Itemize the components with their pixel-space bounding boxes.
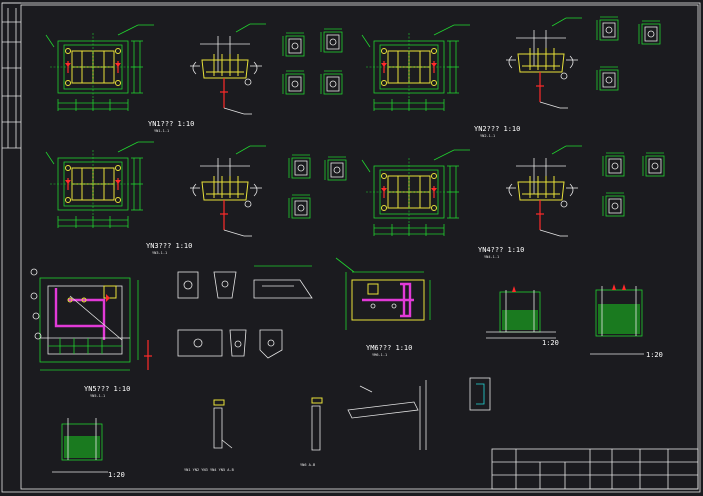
sublabel-yn1: YN1-1-1 — [154, 129, 169, 133]
scale-label-1: 1:20 — [542, 339, 559, 347]
sublabel-yn3: YN3-1-1 — [152, 251, 167, 255]
detail-yn1[interactable] — [45, 23, 343, 115]
label-yn2: YN2??? 1:10 — [474, 125, 520, 133]
label-ym6: YM6??? 1:10 — [366, 344, 412, 352]
section-tank-2[interactable] — [590, 284, 644, 355]
sublabel-yn2: YN2-1-1 — [480, 134, 495, 138]
label-yn1: YN1??? 1:10 — [148, 120, 194, 128]
label-yn5: YN5??? 1:10 — [84, 385, 130, 393]
detail-yn3[interactable] — [45, 141, 347, 237]
note-bottom-1: YN1 YN2 YN3 YN4 YN5 A-B — [184, 468, 234, 472]
detail-yn4[interactable] — [361, 145, 665, 237]
section-tank-3[interactable] — [52, 418, 108, 473]
sublabel-ym6: YM6-1-1 — [372, 353, 387, 357]
label-yn3: YN3??? 1:10 — [146, 242, 192, 250]
detail-bottom-profiles[interactable] — [213, 377, 491, 451]
sublabel-yn5: YN5-1-1 — [90, 394, 105, 398]
sublabel-yn4: YN4-1-1 — [484, 255, 499, 259]
labels: YN1??? 1:10 YN1-1-1 YN2??? 1:10 YN2-1-1 … — [84, 120, 663, 479]
detail-parts-middle[interactable] — [177, 265, 313, 359]
section-tank-1[interactable] — [486, 286, 556, 339]
detail-yn2[interactable] — [361, 16, 661, 112]
scale-label-2: 1:20 — [646, 351, 663, 359]
label-yn4: YN4??? 1:10 — [478, 246, 524, 254]
detail-yn5[interactable] — [30, 268, 152, 371]
note-bottom-2: YN6 A-B — [300, 463, 315, 467]
scale-label-3: 1:20 — [108, 471, 125, 479]
title-block — [491, 448, 699, 490]
detail-ym6[interactable] — [335, 257, 431, 330]
